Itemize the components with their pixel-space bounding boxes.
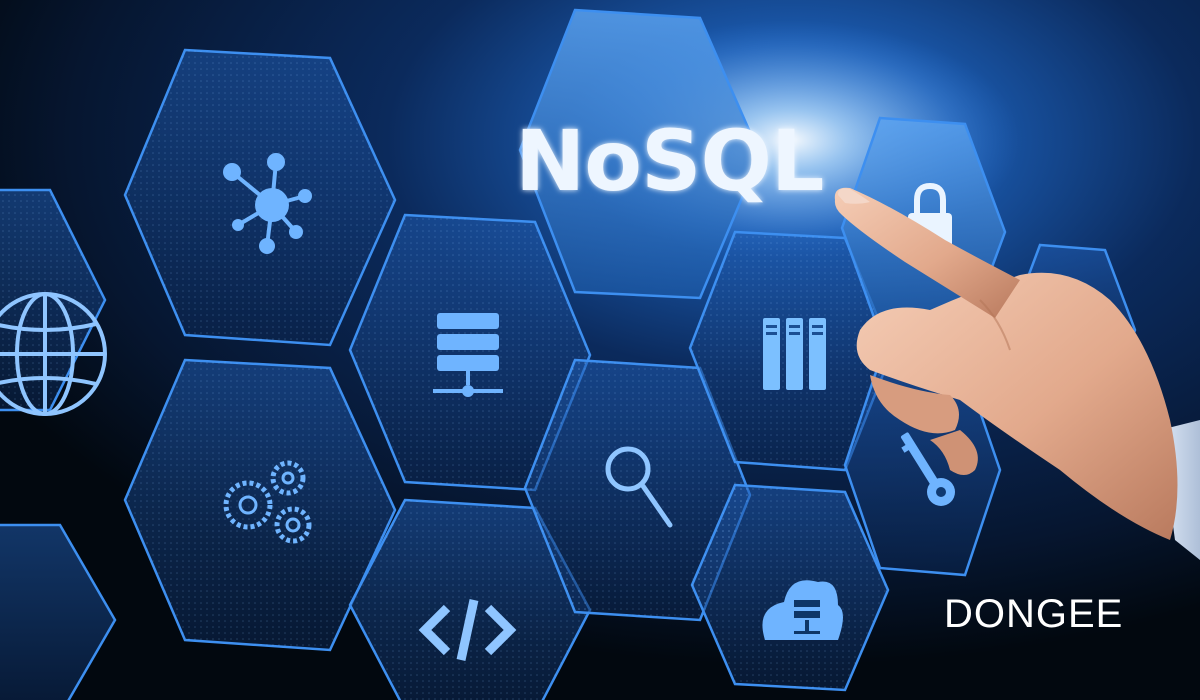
gears-icon-hubs — [238, 471, 301, 533]
network-hub-icon — [223, 153, 312, 254]
search-icon — [605, 446, 673, 528]
key-icon — [900, 432, 955, 506]
code-icon — [418, 599, 517, 661]
database-columns-icon — [763, 318, 826, 390]
brand-logo: DONGEE — [944, 592, 1124, 636]
hero-headline: NoSQL — [515, 112, 823, 210]
hex-nosql — [518, 8, 762, 300]
server-stack-icon — [433, 313, 503, 397]
pointing-hand — [834, 187, 1200, 560]
gears-icon — [223, 460, 312, 544]
cloud-server-icon — [762, 580, 843, 640]
hex-bottom-left — [0, 523, 117, 700]
globe-icon — [0, 292, 107, 416]
